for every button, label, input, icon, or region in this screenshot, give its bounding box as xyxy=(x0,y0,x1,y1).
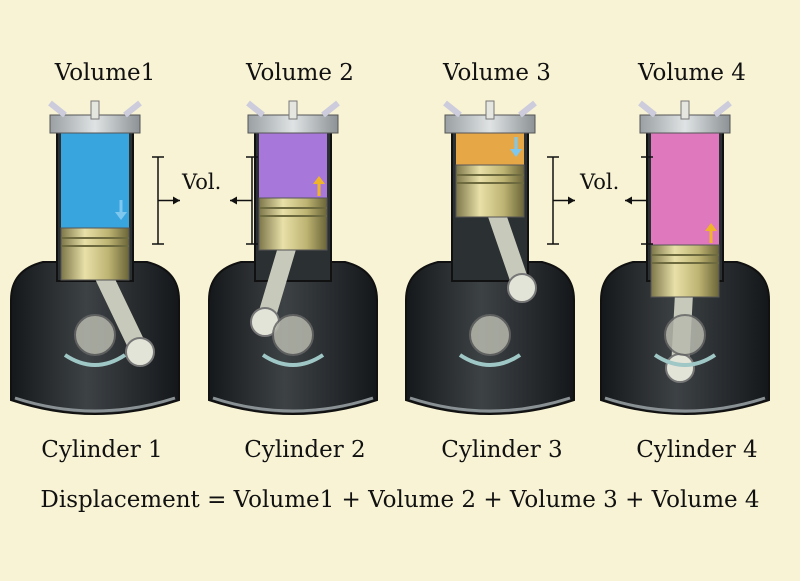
rotation-arrow-1 xyxy=(63,353,127,367)
stroke-arrow-head-2 xyxy=(313,176,325,184)
piston-3 xyxy=(455,164,525,218)
volume-1-label: Volume1 xyxy=(54,60,156,86)
crankcase-rim-1 xyxy=(14,396,176,413)
cylinder-3 xyxy=(405,100,575,415)
rotation-arrow-3 xyxy=(458,353,522,367)
displacement-formula: Displacement = Volume1 + Volume 2 + Volu… xyxy=(40,487,760,513)
cylinder-2 xyxy=(208,100,378,415)
cylinder-2-label: Cylinder 2 xyxy=(244,437,366,463)
intake-port-4 xyxy=(638,100,657,118)
crank-pin-1 xyxy=(125,337,155,367)
spark-plug-2 xyxy=(288,100,298,120)
volume-bracket-3 xyxy=(547,156,575,245)
rotation-arrow-4 xyxy=(653,353,717,367)
spark-plug-1 xyxy=(90,100,100,120)
volume-4-label: Volume 4 xyxy=(638,60,746,86)
crankcase-rim-3 xyxy=(409,396,571,413)
crankcase-rim-4 xyxy=(604,396,766,413)
rotation-arrow-2 xyxy=(261,353,325,367)
volume-bracket-2 xyxy=(230,156,258,245)
vol-marker-label-right: Vol. xyxy=(580,170,620,194)
crankshaft-4 xyxy=(664,314,706,356)
piston-2 xyxy=(258,197,328,251)
exhaust-port-3 xyxy=(518,100,537,118)
intake-port-3 xyxy=(443,100,462,118)
volume-bracket-1 xyxy=(152,156,180,245)
cylinder-1 xyxy=(10,100,180,415)
stroke-arrow-head-1 xyxy=(115,212,127,220)
crankcase-rim-2 xyxy=(212,396,374,413)
crank-pin-3 xyxy=(507,273,537,303)
cylinder-4-label: Cylinder 4 xyxy=(636,437,758,463)
vol-marker-label-left: Vol. xyxy=(182,170,222,194)
intake-port-1 xyxy=(48,100,67,118)
volume-bracket-4 xyxy=(625,156,653,245)
piston-4 xyxy=(650,244,720,298)
crankshaft-3 xyxy=(469,314,511,356)
exhaust-port-2 xyxy=(321,100,340,118)
combustion-charge-2 xyxy=(259,133,327,198)
exhaust-port-4 xyxy=(713,100,732,118)
crank-pin-4 xyxy=(665,353,695,383)
intake-port-2 xyxy=(246,100,265,118)
cylinder-1-label: Cylinder 1 xyxy=(41,437,163,463)
exhaust-port-1 xyxy=(123,100,142,118)
crankshaft-1 xyxy=(74,314,116,356)
volume-2-label: Volume 2 xyxy=(246,60,354,86)
stroke-arrow-head-4 xyxy=(705,223,717,231)
piston-1 xyxy=(60,227,130,281)
volume-3-label: Volume 3 xyxy=(443,60,551,86)
combustion-charge-4 xyxy=(651,133,719,245)
cylinder-4 xyxy=(600,100,770,415)
spark-plug-4 xyxy=(680,100,690,120)
spark-plug-3 xyxy=(485,100,495,120)
crankshaft-2 xyxy=(272,314,314,356)
stroke-arrow-head-3 xyxy=(510,149,522,157)
cylinder-3-label: Cylinder 3 xyxy=(441,437,563,463)
